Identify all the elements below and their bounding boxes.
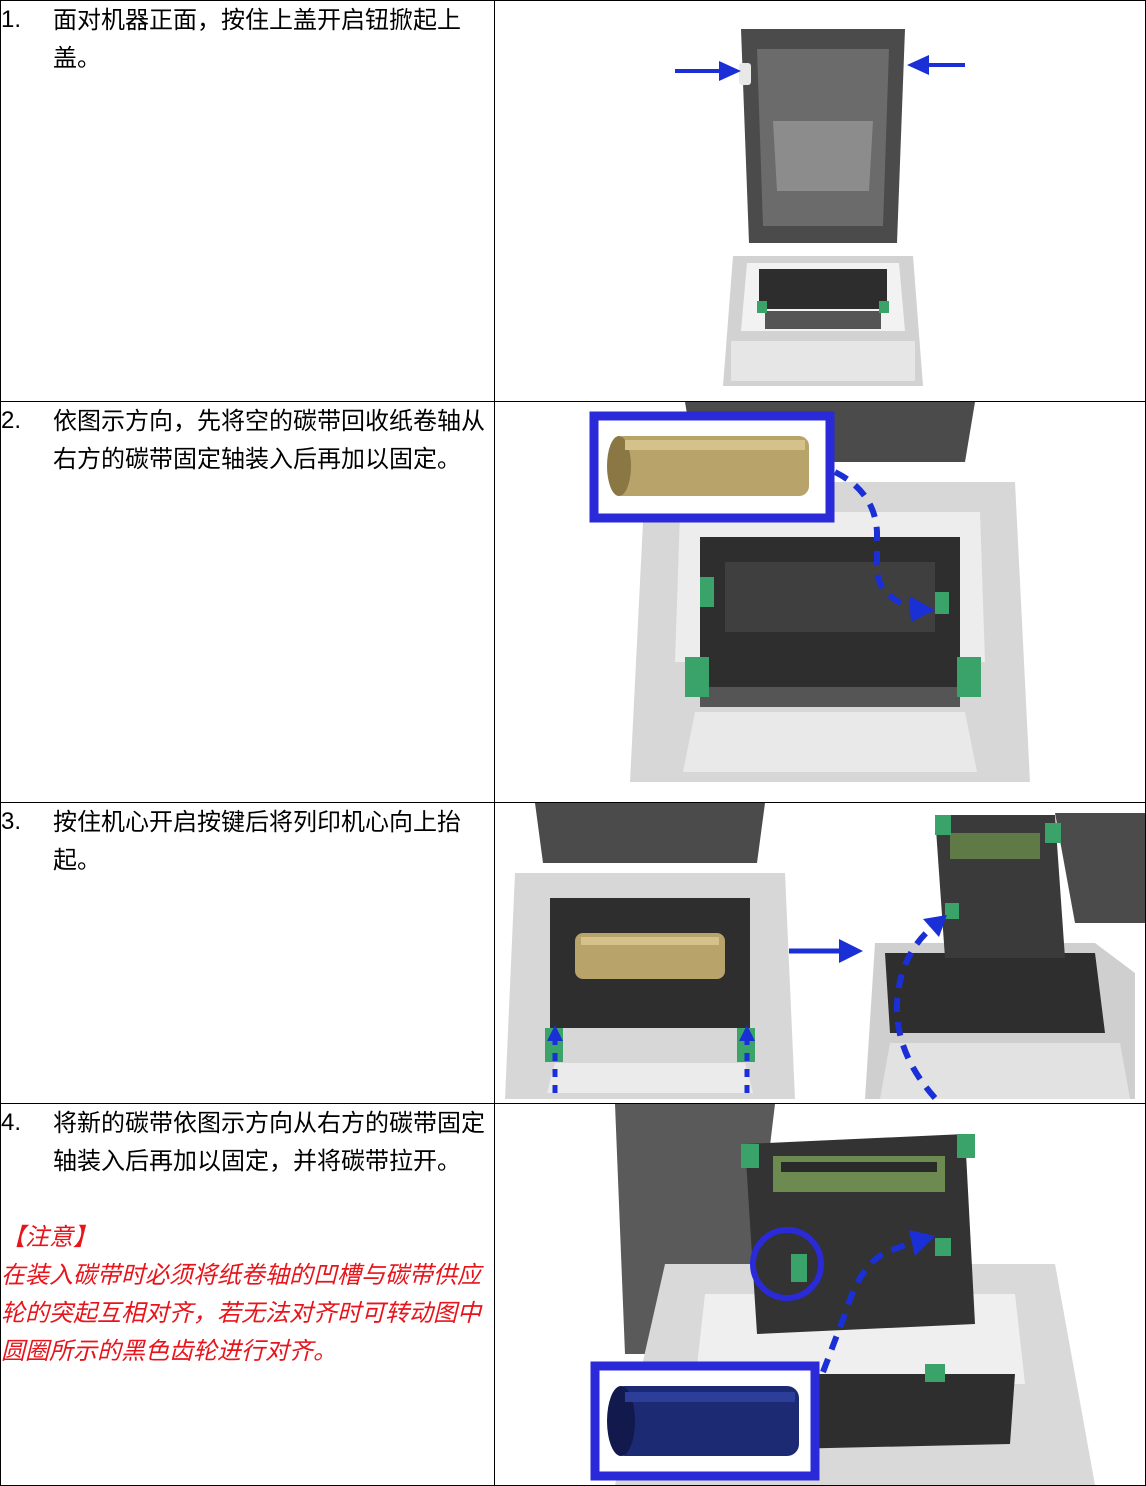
step-1-text-cell: 1. 面对机器正面，按住上盖开启钮掀起上盖。 [0, 0, 495, 402]
step-row-3: 3. 按住机心开启按键后将列印机心向上抬起。 [0, 802, 1146, 1104]
step-1-number: 1. [1, 6, 22, 33]
step-2-text: 依图示方向，先将空的碳带回收纸卷轴从右方的碳带固定轴装入后再加以固定。 [53, 407, 485, 473]
note-title: 【注意】 [1, 1223, 97, 1251]
step-4-text-cell: 4. 将新的碳带依图示方向从右方的碳带固定轴装入后再加以固定，并将碳带拉开。 【… [0, 1103, 495, 1486]
step-2-text-cell: 2. 依图示方向，先将空的碳带回收纸卷轴从右方的碳带固定轴装入后再加以固定。 [0, 401, 495, 803]
step-row-1: 1. 面对机器正面，按住上盖开启钮掀起上盖。 [0, 0, 1146, 402]
step-2-illustration [494, 401, 1146, 803]
step-1-illustration [494, 0, 1146, 402]
step-4-illustration [494, 1103, 1146, 1486]
step-row-2: 2. 依图示方向，先将空的碳带回收纸卷轴从右方的碳带固定轴装入后再加以固定。 [0, 401, 1146, 803]
note-body: 在装入碳带时必须将纸卷轴的凹槽与碳带供应轮的突起互相对齐，若无法对齐时可转动图中… [1, 1261, 481, 1365]
step-row-4: 4. 将新的碳带依图示方向从右方的碳带固定轴装入后再加以固定，并将碳带拉开。 【… [0, 1103, 1146, 1486]
step-4-number: 4. [1, 1109, 22, 1136]
step-3-illustration [494, 802, 1146, 1104]
step-4-text: 将新的碳带依图示方向从右方的碳带固定轴装入后再加以固定，并将碳带拉开。 [53, 1109, 485, 1175]
step-3-text: 按住机心开启按键后将列印机心向上抬起。 [53, 808, 461, 874]
step-3-number: 3. [1, 808, 22, 835]
step-3-text-cell: 3. 按住机心开启按键后将列印机心向上抬起。 [0, 802, 495, 1104]
step-2-number: 2. [1, 407, 22, 434]
step-1-text: 面对机器正面，按住上盖开启钮掀起上盖。 [53, 6, 461, 72]
